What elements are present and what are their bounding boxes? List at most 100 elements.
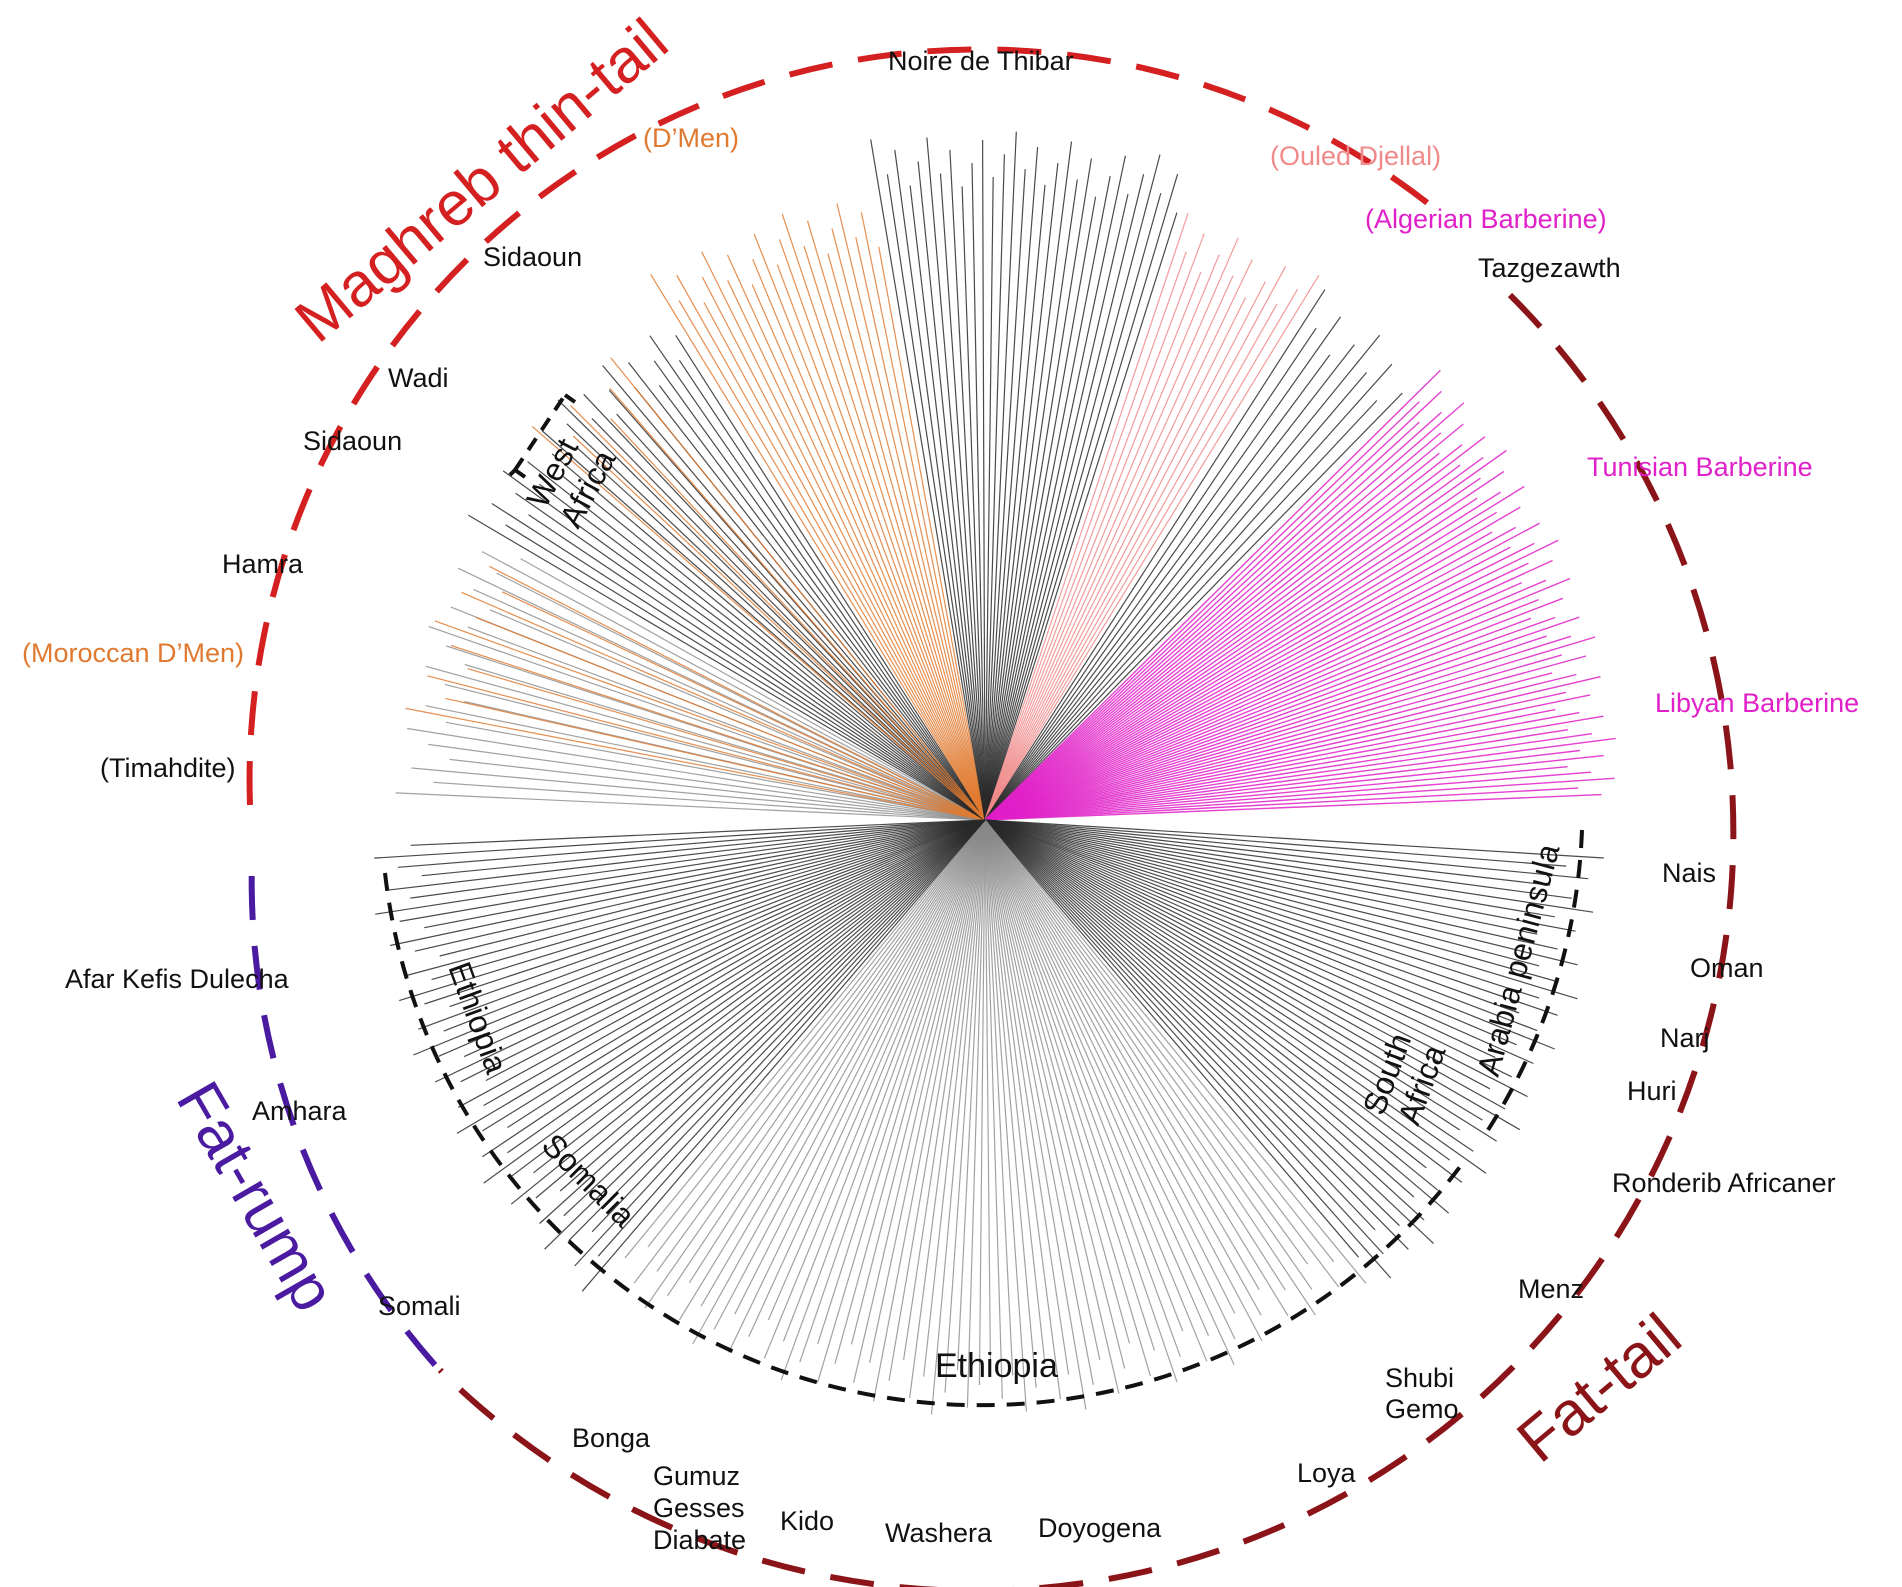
tree-branch [443,819,986,1032]
tree-branch [782,819,986,1342]
breed-sidaoun-mid: Sidaoun [303,426,402,456]
tree-branch [984,147,1039,821]
tree-branch [984,676,1601,821]
tree-branch [984,819,1014,1376]
tree-branch [984,581,1523,821]
tree-branch [676,274,986,821]
tree-branch [806,220,986,821]
tree-branch [483,819,986,1107]
tree-branch [984,184,1046,821]
tree-branch [473,588,986,821]
tree-branch [984,749,1581,821]
tree-branch [984,421,1420,821]
tree-branch [984,819,1208,1362]
tree-branch [984,819,1070,1375]
tree-branch [984,196,1097,821]
tree-branch [482,819,986,1158]
tree-branch [410,819,986,899]
tree-branch [984,673,1577,821]
tree-branch [562,476,986,821]
tree-branch [984,819,1491,1090]
tree-branch [984,617,1532,821]
tree-branch [984,819,1487,1174]
tree-branch [984,819,1181,1357]
tree-branch [984,819,1578,966]
tree-branch [726,254,986,821]
tree-branch [984,819,1463,1183]
tree-branch [984,436,1486,821]
tree-branch [984,193,1162,821]
tree-branch [701,251,986,821]
ethiopia-somalia-inner-arc [383,872,1467,1408]
tree-branch [428,625,986,821]
tree-branch [984,274,1320,821]
tree-branch [984,819,1506,1110]
tree-branch [374,819,986,859]
tree-branch [418,819,986,1030]
tree-branch [984,597,1564,821]
tree-branch [984,411,1442,821]
tree-branch [692,819,986,1345]
tree-branch [984,819,1572,899]
tree-branch [984,423,1464,821]
tree-branch [489,609,986,821]
tree-branch [624,819,986,1259]
breed-tunisian-barberine: Tunisian Barberine [1587,452,1813,482]
breed-gumuz: Gumuz [653,1461,740,1491]
tree-branch [650,273,986,821]
tree-branch [501,591,986,821]
tree-branch [539,819,986,1224]
tree-branch [778,239,986,821]
tree-branch [597,819,986,1257]
tree-branch [649,335,986,821]
tree-branch [984,819,1210,1336]
tree-branch [834,819,986,1364]
tree-branch [984,251,1187,821]
tree-branch [984,179,1078,821]
tree-branch [984,819,1517,1046]
tree-branch [508,819,986,1179]
tree-branch [984,819,1340,1288]
breed-somali: Somali [378,1291,461,1321]
region-somalia: Somalia [535,1126,642,1233]
tree-branch [559,819,986,1192]
tree-branch [984,819,1538,935]
region-arabia-peninsula: Arabia peninsula [1470,840,1567,1080]
tree-branch [827,253,986,821]
tree-branch [984,691,1567,821]
breed-diabate: Diabate [653,1525,746,1555]
tree-branch [984,819,1156,1351]
tree-branch [644,819,986,1309]
breed-algerian-barberine: (Algerian Barberine) [1365,204,1607,234]
tree-branch [984,819,1528,1098]
tree-branch [688,819,986,1284]
tree-branch [984,636,1596,821]
tree-branch [984,819,1316,1316]
breed-amhara: Amhara [252,1096,348,1126]
tree-branch [984,819,1262,1316]
tree-branch [984,372,1367,821]
tree-branch [653,360,986,821]
tree-branches [374,131,1616,1415]
tree-branch [984,819,1576,932]
tree-branch [817,819,986,1345]
tree-branch [878,246,986,821]
tree-branch [956,819,986,1371]
tree-branch [984,334,1381,821]
tree-branch [984,526,1517,821]
tree-branch [984,737,1616,821]
breed-shubi: Shubi [1385,1363,1454,1393]
tree-branch [984,233,1205,821]
tree-branch [984,169,1026,821]
tree-branch [981,139,986,821]
tree-branch [428,743,986,821]
tree-branch [971,163,986,821]
tree-branch [984,819,1235,1366]
tree-branch [984,288,1299,821]
tree-branch [961,186,986,821]
tree-branch [894,149,986,821]
tree-branch [984,754,1604,821]
tree-branch [984,819,1604,859]
tree-branch [984,432,1442,821]
breed-kido: Kido [780,1506,834,1536]
